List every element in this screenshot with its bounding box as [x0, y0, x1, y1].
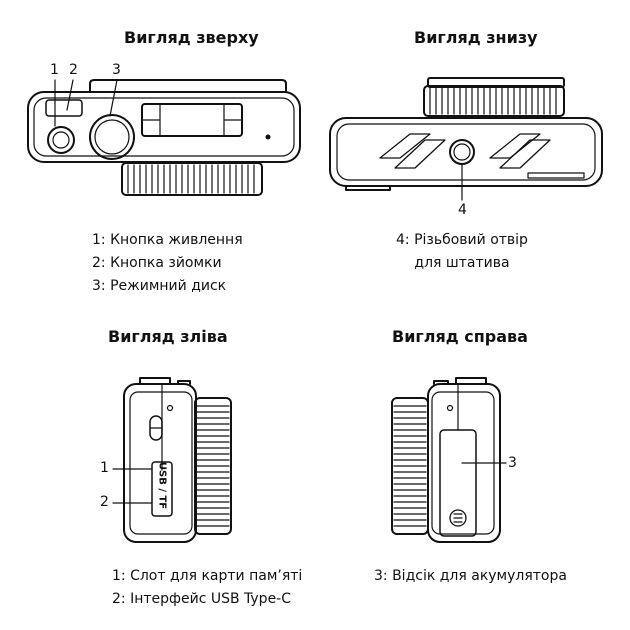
- bottom-callout-4: 4: [458, 202, 467, 218]
- legend-item: 3: Відсік для акумулятора: [374, 568, 567, 584]
- left-callout-1: 1: [100, 460, 109, 476]
- legend-item: 1: Слот для карти пам’яті: [112, 568, 303, 584]
- left-callout-2: 2: [100, 494, 109, 510]
- legend-item: 2: Кнопка зйомки: [92, 255, 222, 271]
- legend-item: 4: Різьбовий отвір: [396, 232, 528, 248]
- top-callout-1: 1: [50, 62, 59, 78]
- bottom-view-title: Вигляд знизу: [414, 28, 538, 47]
- top-view-drawing: [27, 79, 301, 196]
- left-view-drawing: [112, 377, 232, 543]
- bottom-view-legend: 4: Різьбовий отвір для штатива: [396, 229, 528, 275]
- legend-item: 3: Режимний диск: [92, 278, 227, 294]
- left-view-legend: 1: Слот для карти пам’яті 2: Інтерфейс U…: [112, 565, 302, 611]
- right-view-legend: 3: Відсік для акумулятора: [374, 565, 567, 588]
- port-label: USB / TF: [156, 461, 168, 510]
- top-callout-2: 2: [69, 62, 78, 78]
- right-view-drawing: [391, 377, 507, 543]
- legend-item: для штатива: [414, 255, 510, 271]
- right-view-title: Вигляд справа: [392, 327, 528, 346]
- legend-item: 2: Інтерфейс USB Type-C: [112, 591, 292, 607]
- right-callout-3: 3: [508, 455, 517, 471]
- top-callout-3: 3: [112, 62, 121, 78]
- bottom-view-drawing: [329, 77, 603, 201]
- top-view-title: Вигляд зверху: [124, 28, 259, 47]
- top-view-legend: 1: Кнопка живлення 2: Кнопка зйомки 3: Р…: [92, 229, 243, 298]
- legend-item: 1: Кнопка живлення: [92, 232, 243, 248]
- left-view-title: Вигляд зліва: [108, 327, 228, 346]
